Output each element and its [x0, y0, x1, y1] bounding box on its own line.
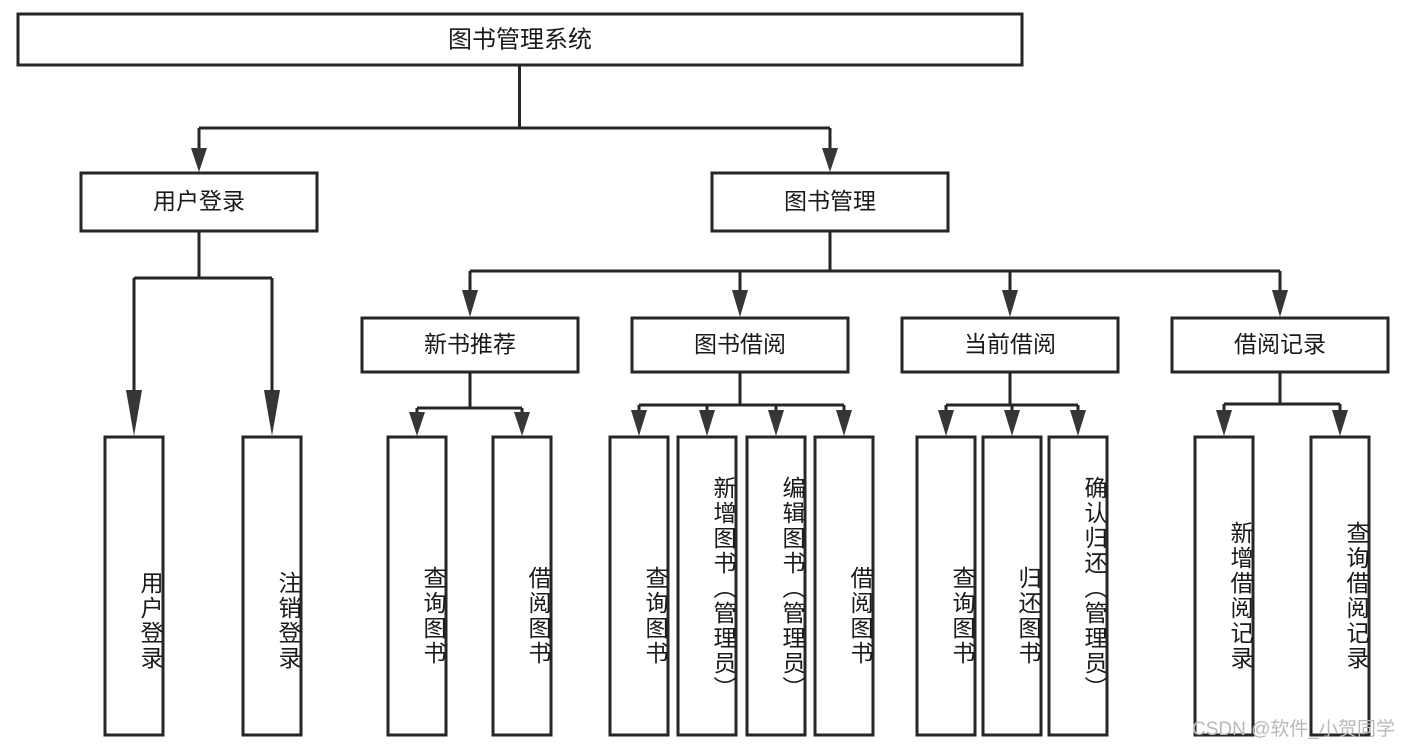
arrow-to-new-rec — [462, 290, 478, 317]
leaf-return-book-box[interactable] — [981, 435, 1043, 737]
leaf-add-book-box[interactable] — [676, 435, 738, 737]
leaf-borrow-book-1-box[interactable] — [491, 435, 553, 737]
arrow-to-leaf-user-login — [126, 390, 142, 436]
node-book-management[interactable]: 图书管理 — [710, 171, 950, 233]
csdn-watermark: CSDN @软件_小贺同学 — [1192, 719, 1395, 740]
leaf-query-record-box[interactable] — [1309, 435, 1371, 737]
node-root[interactable]: 图书管理系统 — [16, 12, 1024, 67]
leaf-query-book-1-box[interactable] — [386, 435, 448, 737]
node-borrow-record[interactable]: 借阅记录 — [1170, 316, 1390, 374]
arrow-to-borrow — [732, 290, 748, 317]
node-new-book-recommend-box[interactable] — [360, 316, 580, 374]
arrow-to-current — [1002, 290, 1018, 317]
arrow-to-leaf-query-book-3 — [938, 410, 954, 436]
arrow-to-record — [1272, 290, 1288, 317]
leaf-query-book-3-box[interactable] — [915, 435, 977, 737]
node-root-label: 图书管理系统 — [448, 26, 592, 53]
node-book-borrow[interactable]: 图书借阅 — [630, 316, 850, 374]
node-book-borrow-box[interactable] — [630, 316, 850, 374]
node-new-book-recommend-label: 新书推荐 — [424, 331, 516, 357]
leaf-user-login-box[interactable] — [103, 435, 165, 737]
arrow-to-leaf-query-book-1 — [409, 412, 425, 436]
node-user-login-box[interactable] — [79, 171, 319, 233]
node-new-book-recommend[interactable]: 新书推荐 — [360, 316, 580, 374]
arrow-to-leaf-logout — [264, 390, 280, 436]
arrow-to-leaf-add-book — [699, 410, 715, 436]
arrow-to-leaf-confirm-return — [1070, 410, 1086, 436]
arrow-to-leaf-return-book — [1004, 410, 1020, 436]
leaf-add-record-box[interactable] — [1193, 435, 1255, 737]
arrow-to-leaf-query-book-2 — [631, 410, 647, 436]
leaf-confirm-return-box[interactable] — [1047, 435, 1109, 737]
leaf-edit-book-box[interactable] — [745, 435, 807, 737]
node-user-login-label: 用户登录 — [153, 188, 245, 214]
arrow-to-leaf-edit-book — [768, 410, 784, 436]
arrow-to-leaf-borrow-book-2 — [836, 410, 852, 436]
leaf-borrow-book-2-box[interactable] — [813, 435, 875, 737]
node-book-borrow-label: 图书借阅 — [694, 331, 786, 357]
node-current-borrow-box[interactable] — [900, 316, 1120, 374]
node-root-box[interactable] — [16, 12, 1024, 67]
leaf-query-book-2-box[interactable] — [608, 435, 670, 737]
node-borrow-record-label: 借阅记录 — [1234, 331, 1326, 357]
node-current-borrow-label: 当前借阅 — [964, 331, 1056, 357]
node-user-login[interactable]: 用户登录 — [79, 171, 319, 233]
arrow-to-leaf-add-record — [1216, 410, 1232, 436]
arrow-root-to-book-mgmt — [822, 148, 838, 172]
node-book-management-label: 图书管理 — [784, 188, 876, 214]
node-current-borrow[interactable]: 当前借阅 — [900, 316, 1120, 374]
arrow-to-leaf-query-record — [1332, 410, 1348, 436]
node-layer: 图书管理系统 用户登录 图书管理 新书推荐 图书借阅 当前 — [16, 12, 1390, 737]
leaf-logout-box[interactable] — [241, 435, 303, 737]
arrow-to-leaf-borrow-book-1 — [514, 412, 530, 436]
connector-layer — [126, 65, 1348, 436]
node-borrow-record-box[interactable] — [1170, 316, 1390, 374]
node-book-management-box[interactable] — [710, 171, 950, 233]
arrow-root-to-user-login — [191, 148, 207, 172]
